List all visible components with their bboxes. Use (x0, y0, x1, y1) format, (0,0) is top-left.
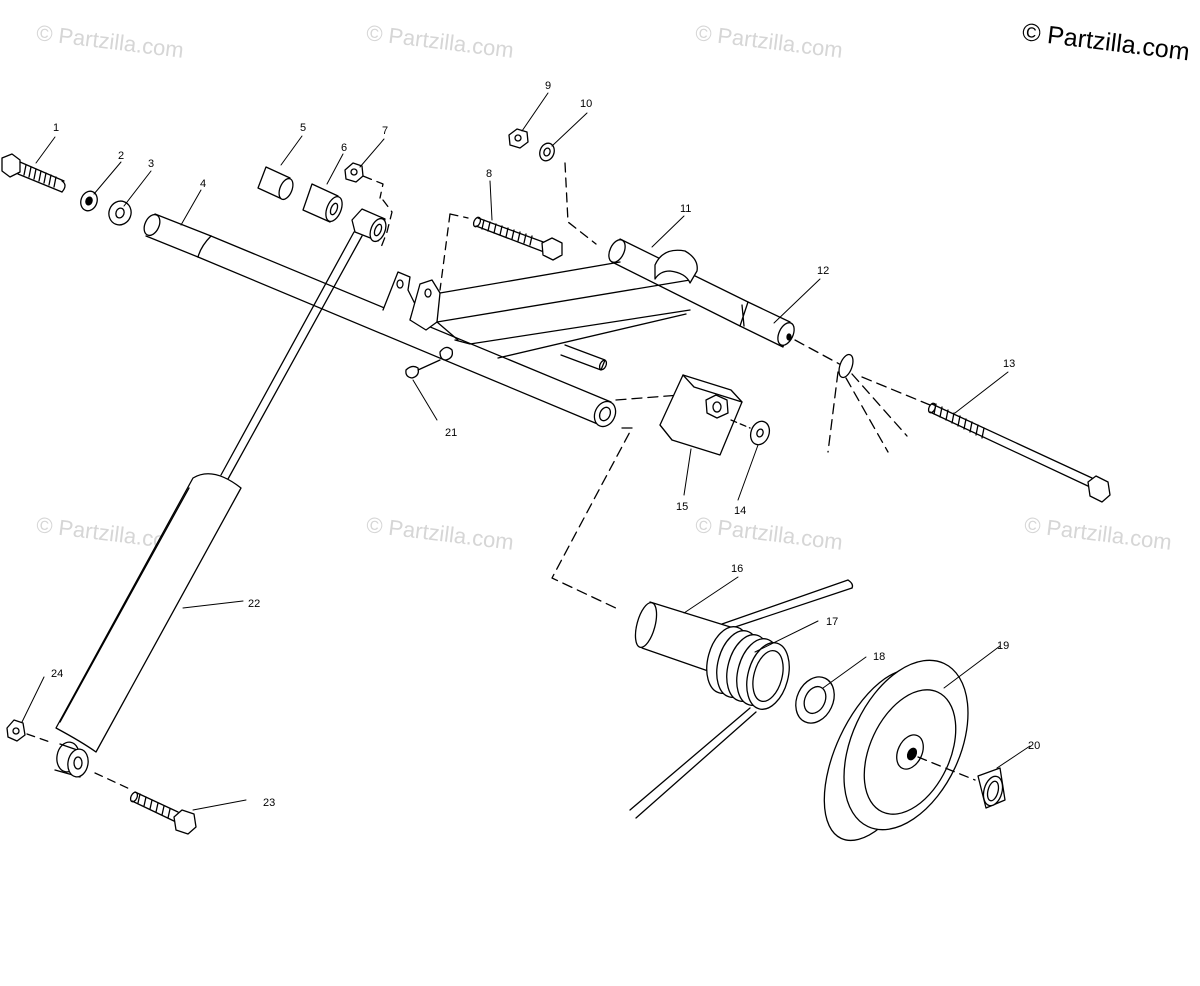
callout-21: 21 (445, 427, 457, 439)
callout-8: 8 (486, 168, 492, 180)
callout-2: 2 (118, 150, 124, 162)
part-20-bushing (977, 767, 1006, 809)
callout-23: 23 (263, 797, 275, 809)
part-8-bolt (472, 216, 563, 261)
callout-22: 22 (248, 598, 260, 610)
shock-top-eye (220, 208, 387, 480)
callout-10: 10 (580, 98, 592, 110)
part-5-bushing (257, 166, 294, 201)
callout-15: 15 (676, 501, 688, 513)
callout-3: 3 (148, 158, 154, 170)
part-14-washer (749, 420, 771, 446)
callout-17: 17 (826, 616, 838, 628)
callout-13: 13 (1003, 358, 1015, 370)
part-24-nut (6, 719, 26, 742)
part-4-shaft (143, 213, 617, 428)
part-22-shock (54, 473, 242, 778)
callout-1: 1 (53, 122, 59, 134)
part-15-block (659, 374, 743, 456)
part-11-a-arm (382, 238, 749, 371)
part-18-washer (795, 676, 835, 724)
callout-16: 16 (731, 563, 743, 575)
part-10-washer (539, 142, 555, 162)
callout-14: 14 (734, 505, 746, 517)
part-13-washer (827, 353, 908, 453)
part-2-washer (80, 190, 98, 212)
callout-19: 19 (997, 640, 1009, 652)
part-6-bushing (302, 183, 343, 223)
callout-7: 7 (382, 125, 388, 137)
part-21-fitting (405, 346, 454, 379)
part-16-bushing (634, 601, 741, 681)
callout-9: 9 (545, 80, 551, 92)
callout-4: 4 (200, 178, 206, 190)
part-7-nut (344, 162, 384, 199)
callout-11: 11 (680, 203, 691, 215)
callout-6: 6 (341, 142, 347, 154)
part-1-bolt (1, 153, 66, 193)
part-9-nut (508, 128, 529, 149)
callout-12: 12 (817, 265, 829, 277)
part-13-bolt (927, 402, 1111, 503)
part-23-bolt (94, 772, 197, 835)
callout-labels: 1 2 3 4 5 6 7 8 9 10 11 12 13 14 15 16 1… (51, 80, 1040, 809)
callout-18: 18 (873, 651, 885, 663)
part-3-washer (108, 200, 132, 226)
callout-24: 24 (51, 668, 63, 680)
part-17-spring (629, 579, 854, 819)
part-12-bushing (739, 301, 795, 348)
callout-20: 20 (1028, 740, 1040, 752)
callout-5: 5 (300, 122, 306, 134)
leader-lines (21, 92, 1031, 811)
part-19-wheel (823, 659, 976, 842)
